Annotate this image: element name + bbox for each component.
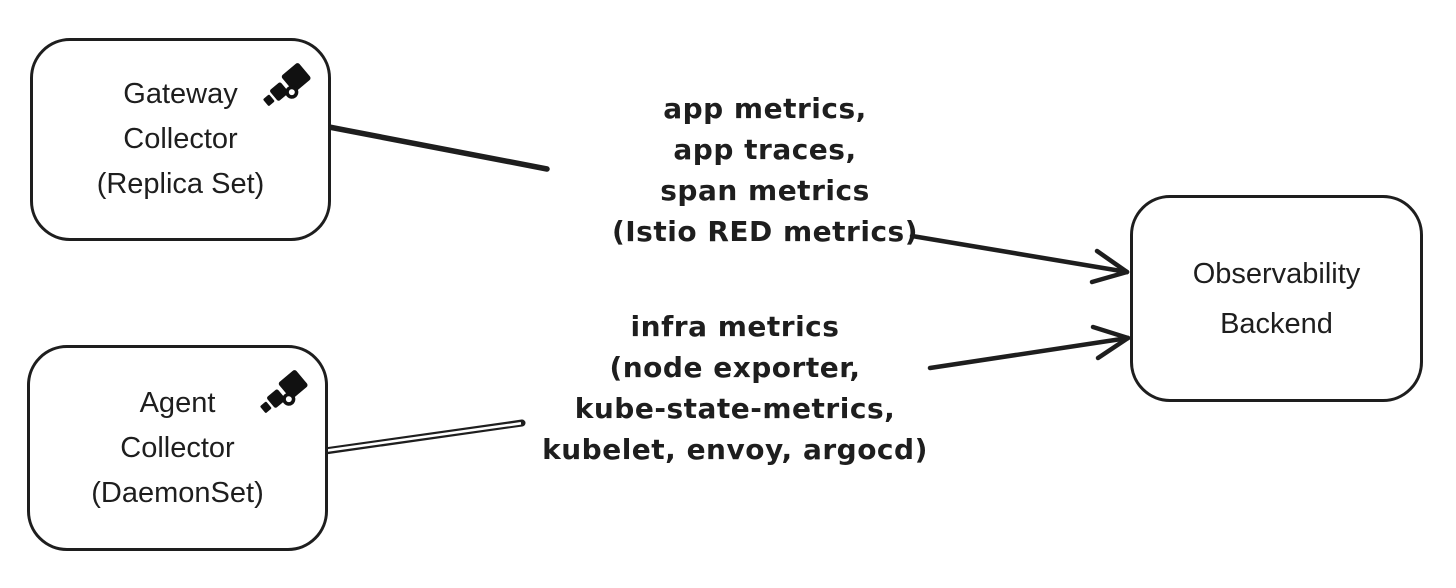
telescope-icon bbox=[263, 63, 311, 106]
edge-label-line: span metrics bbox=[660, 174, 870, 207]
node-label-line: Backend bbox=[1220, 307, 1333, 340]
edge-agent-double-line-gap bbox=[325, 422, 522, 452]
edge-label-line: (node exporter, bbox=[609, 351, 861, 384]
node-label-line: Collector bbox=[120, 431, 235, 464]
node-label-agent-collector: Agent Collector (DaemonSet) bbox=[91, 381, 263, 516]
edge-label-infra-metrics[interactable]: infra metrics (node exporter, kube-state… bbox=[520, 306, 950, 470]
node-label-line: Agent bbox=[139, 386, 216, 419]
edge-label-line: app metrics, bbox=[663, 92, 867, 125]
node-agent-collector[interactable]: Agent Collector (DaemonSet) bbox=[27, 345, 328, 551]
node-gateway-collector[interactable]: Gateway Collector (Replica Set) bbox=[30, 38, 331, 241]
edge-label-app-metrics[interactable]: app metrics, app traces, span metrics (I… bbox=[565, 88, 965, 252]
node-label-line: Gateway bbox=[123, 78, 238, 110]
node-label-line: (Replica Set) bbox=[96, 168, 265, 200]
node-label-line: Observability bbox=[1192, 257, 1361, 290]
node-label-line: Collector bbox=[123, 123, 238, 155]
node-observability-backend[interactable]: Observability Backend bbox=[1130, 195, 1423, 402]
telescope-icon bbox=[260, 370, 308, 413]
node-label-line: (DaemonSet) bbox=[91, 476, 264, 509]
edge-label-line: kube-state-metrics, bbox=[574, 392, 896, 425]
edge-label-line: infra metrics bbox=[630, 310, 840, 343]
node-label-gateway-collector: Gateway Collector (Replica Set) bbox=[97, 72, 265, 207]
edge-gateway-to-backend bbox=[326, 124, 1130, 285]
edge-label-line: app traces, bbox=[673, 133, 857, 166]
node-label-observability-backend: Observability Backend bbox=[1193, 249, 1361, 349]
edge-label-line: (Istio RED metrics) bbox=[611, 215, 919, 248]
edge-label-line: kubelet, envoy, argocd) bbox=[542, 433, 928, 466]
